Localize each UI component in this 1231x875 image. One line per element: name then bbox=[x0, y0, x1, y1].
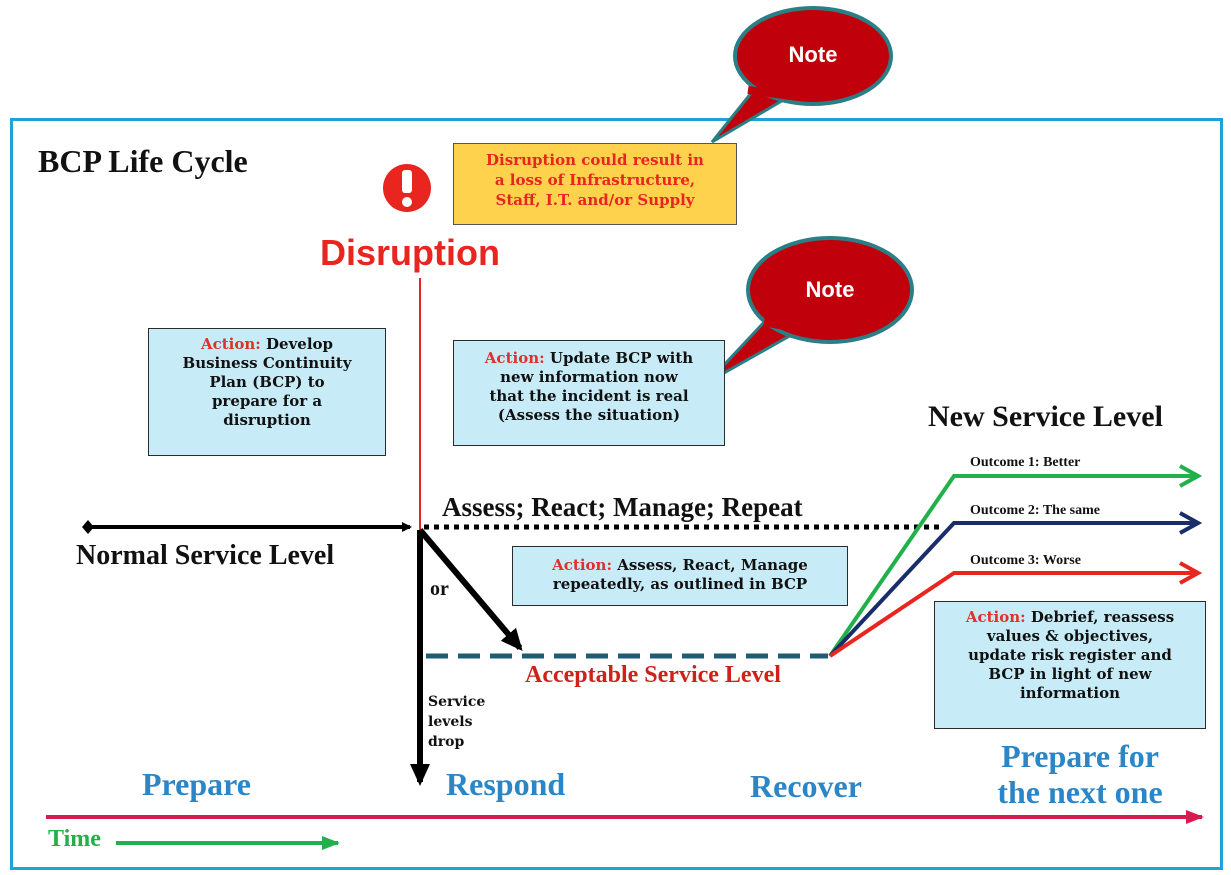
note-bubble-2 bbox=[706, 236, 914, 384]
action-box-prepare: Action: Develop Business Continuity Plan… bbox=[148, 328, 386, 456]
note-label-2: Note bbox=[805, 277, 855, 302]
drop-to-acceptable-arrow bbox=[417, 528, 523, 652]
action-text: update risk register and bbox=[968, 646, 1172, 664]
page-title: BCP Life Cycle bbox=[38, 143, 248, 179]
action-text: information bbox=[1019, 684, 1121, 702]
service-drop-label: Service levels drop bbox=[428, 692, 485, 752]
note-bubble-1 bbox=[710, 6, 893, 144]
action-text: that the incident is real bbox=[489, 387, 689, 405]
normal-service-line bbox=[82, 520, 412, 534]
action-text: repeatedly, as outlined in BCP bbox=[552, 575, 808, 593]
action-text: Business Continuity bbox=[182, 354, 352, 372]
note-box-line: Staff, I.T. and/or Supply bbox=[495, 191, 695, 209]
action-text: Update BCP with bbox=[544, 349, 694, 367]
action-text: (Assess the situation) bbox=[497, 406, 681, 424]
action-box-assess: Action: Assess, React, Manage repeatedly… bbox=[512, 546, 848, 606]
phase-next-line: the next one bbox=[997, 774, 1163, 810]
action-text: Debrief, reassess bbox=[1025, 608, 1175, 626]
phase-next-line: Prepare for bbox=[1001, 738, 1159, 774]
phase-respond: Respond bbox=[446, 766, 566, 802]
action-text: values & objectives, bbox=[986, 627, 1154, 645]
time-label: Time bbox=[48, 826, 101, 852]
outcome-2-label: Outcome 2: The same bbox=[970, 503, 1100, 518]
phase-recover: Recover bbox=[750, 768, 862, 804]
diagram-frame bbox=[10, 118, 1223, 870]
outcome-1-label: Outcome 1: Better bbox=[970, 455, 1081, 470]
action-box-update: Action: Update BCP with new information … bbox=[453, 340, 725, 446]
action-text: Develop bbox=[260, 335, 334, 353]
acceptable-service-label: Acceptable Service Level bbox=[525, 662, 781, 688]
action-text: disruption bbox=[223, 411, 311, 429]
assess-loop-label: Assess; React; Manage; Repeat bbox=[442, 492, 803, 522]
exclamation-icon bbox=[383, 164, 431, 212]
phase-next: Prepare for the next one bbox=[985, 738, 1175, 810]
action-prefix: Action: bbox=[200, 335, 261, 353]
action-prefix: Action: bbox=[484, 349, 545, 367]
action-prefix: Action: bbox=[965, 608, 1026, 626]
disruption-note-box: Disruption could result in a loss of Inf… bbox=[453, 143, 737, 225]
note-label-1: Note bbox=[788, 42, 838, 67]
note-box-line: Disruption could result in bbox=[486, 151, 704, 169]
outcome-arrows bbox=[828, 476, 1196, 658]
action-text: BCP in light of new bbox=[988, 665, 1152, 683]
service-drop-line: Service bbox=[428, 694, 486, 710]
outcome-3-label: Outcome 3: Worse bbox=[970, 553, 1081, 568]
disruption-label: Disruption bbox=[320, 232, 500, 273]
action-box-debrief: Action: Debrief, reassess values & objec… bbox=[934, 601, 1206, 729]
action-text: prepare for a bbox=[211, 392, 323, 410]
phase-prepare: Prepare bbox=[142, 766, 251, 802]
action-text: Plan (BCP) to bbox=[209, 373, 325, 391]
service-drop-line: levels bbox=[428, 714, 473, 730]
action-prefix: Action: bbox=[552, 556, 612, 574]
action-text: Assess, React, Manage bbox=[612, 556, 808, 574]
action-text: new information now bbox=[500, 368, 678, 386]
service-drop-line: drop bbox=[428, 734, 465, 750]
or-label: or bbox=[430, 578, 449, 600]
normal-service-label: Normal Service Level bbox=[76, 540, 335, 571]
new-service-label: New Service Level bbox=[928, 400, 1163, 433]
note-box-line: a loss of Infrastructure, bbox=[494, 171, 696, 189]
